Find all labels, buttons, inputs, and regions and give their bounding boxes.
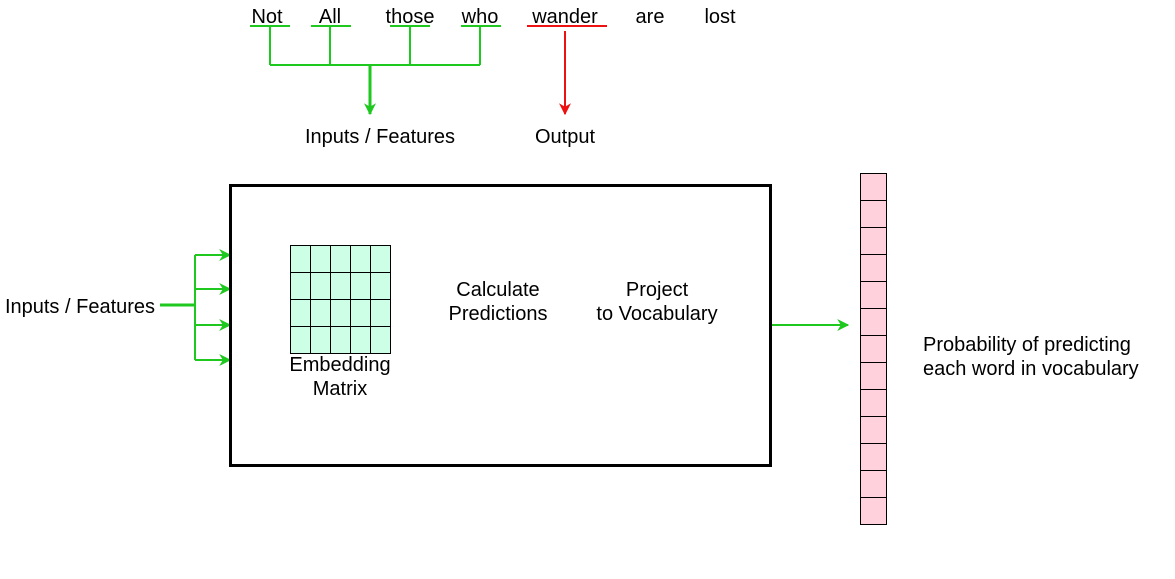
probability-label-line2: each word in vocabulary (923, 358, 1139, 380)
embedding-matrix-cell (350, 299, 371, 327)
sentence-word: lost (704, 6, 736, 28)
embedding-matrix-cell (310, 245, 331, 273)
calculate-label-line2: Predictions (449, 303, 548, 325)
top-output-label: Output (535, 126, 595, 148)
vocabulary-cell (860, 362, 887, 390)
vocabulary-cell (860, 335, 887, 363)
sentence-word: wander (531, 6, 598, 28)
vocabulary-cell (860, 416, 887, 444)
sentence: Not All those who wander are lost (250, 6, 736, 28)
vocabulary-probability-vector (860, 173, 887, 525)
model-box (229, 184, 772, 467)
embedding-matrix-cell (290, 326, 311, 354)
embedding-matrix-cell (370, 272, 391, 300)
left-inputs-label: Inputs / Features (5, 296, 155, 318)
vocabulary-cell (860, 308, 887, 336)
vocabulary-cell (860, 470, 887, 498)
probability-label-line1: Probability of predicting (923, 334, 1131, 356)
project-label-line1: Project (626, 279, 689, 301)
input-words-bracket (269, 26, 481, 116)
embedding-matrix-cell (350, 326, 371, 354)
vocabulary-cell (860, 389, 887, 417)
embedding-matrix-cell (310, 299, 331, 327)
vocabulary-cell (860, 200, 887, 228)
embedding-matrix-cell (310, 272, 331, 300)
embedding-matrix (290, 245, 391, 354)
embedding-label-line1: Embedding (289, 354, 390, 376)
vocabulary-cell (860, 443, 887, 471)
embedding-matrix-cell (330, 299, 351, 327)
project-label-line2: to Vocabulary (596, 303, 717, 325)
vocabulary-cell (860, 281, 887, 309)
embedding-matrix-cell (370, 326, 391, 354)
embedding-label-line2: Matrix (313, 378, 367, 400)
embedding-matrix-cell (330, 272, 351, 300)
sentence-word: Not (251, 6, 283, 28)
sentence-word: are (636, 6, 665, 28)
embedding-matrix-cell (370, 245, 391, 273)
vocabulary-cell (860, 173, 887, 201)
input-fanout-arrows (160, 249, 232, 366)
embedding-matrix-cell (370, 299, 391, 327)
sentence-word: All (319, 6, 341, 28)
vocabulary-cell (860, 254, 887, 282)
embedding-matrix-cell (290, 299, 311, 327)
sentence-word: those (386, 6, 435, 28)
embedding-matrix-cell (330, 245, 351, 273)
embedding-matrix-cell (330, 326, 351, 354)
embedding-matrix-cell (290, 245, 311, 273)
sentence-word: who (461, 6, 499, 28)
embedding-matrix-cell (350, 245, 371, 273)
vocabulary-cell (860, 227, 887, 255)
vocabulary-cell (860, 497, 887, 525)
calculate-label-line1: Calculate (456, 279, 539, 301)
embedding-matrix-cell (310, 326, 331, 354)
embedding-matrix-cell (290, 272, 311, 300)
embedding-matrix-cell (350, 272, 371, 300)
top-inputs-label: Inputs / Features (305, 126, 455, 148)
